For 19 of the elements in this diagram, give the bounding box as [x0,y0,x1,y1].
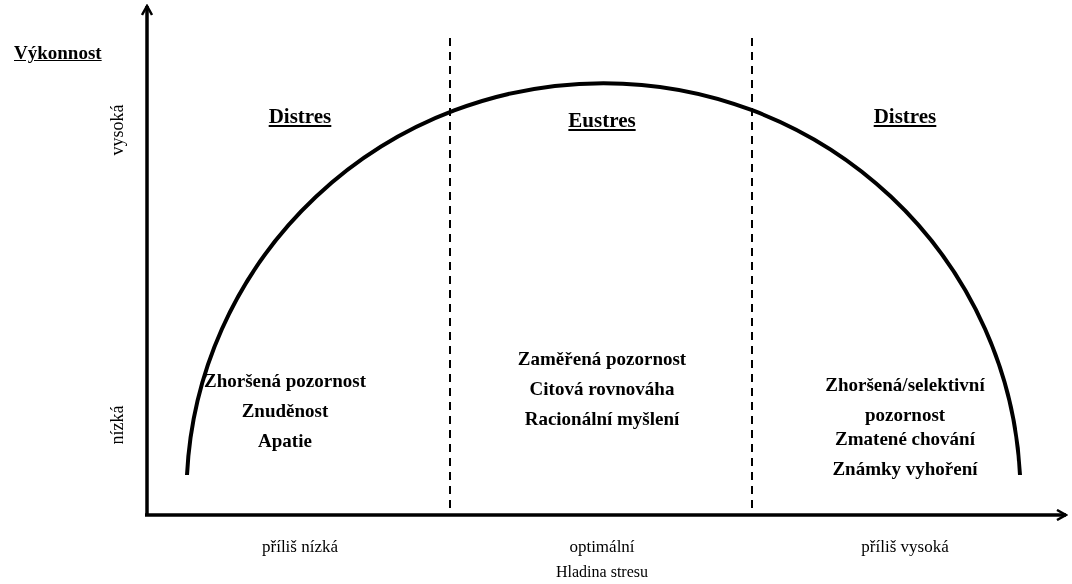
zone-characteristic: Zmatené chování [835,428,975,451]
axis-title: Výkonnost [14,42,102,65]
zone-characteristic: Zhoršená pozornost [204,370,366,393]
zone-characteristic: Citová rovnováha [529,378,675,401]
axis-level-label: nízká [107,405,129,445]
zone-heading: Distres [873,104,937,130]
axis-category-label: příliš vysoká [861,537,949,558]
zone-characteristic: Znuděnost [241,400,329,423]
zone-heading: Eustres [568,108,636,134]
axis-level-label: vysoká [107,104,129,156]
zone-characteristic: Zaměřená pozornost [517,348,687,371]
zone-characteristic: Apatie [258,430,312,453]
axis-title: Hladina stresu [556,562,648,582]
axis-category-label: optimální [569,537,635,558]
axis-category-label: příliš nízká [262,537,338,558]
zone-characteristic: Známky vyhoření [832,458,978,481]
zone-characteristic: Zhoršená/selektivní pozornost [824,373,986,427]
zone-characteristic: Racionální myšlení [524,408,680,431]
zone-heading: Distres [268,104,332,130]
